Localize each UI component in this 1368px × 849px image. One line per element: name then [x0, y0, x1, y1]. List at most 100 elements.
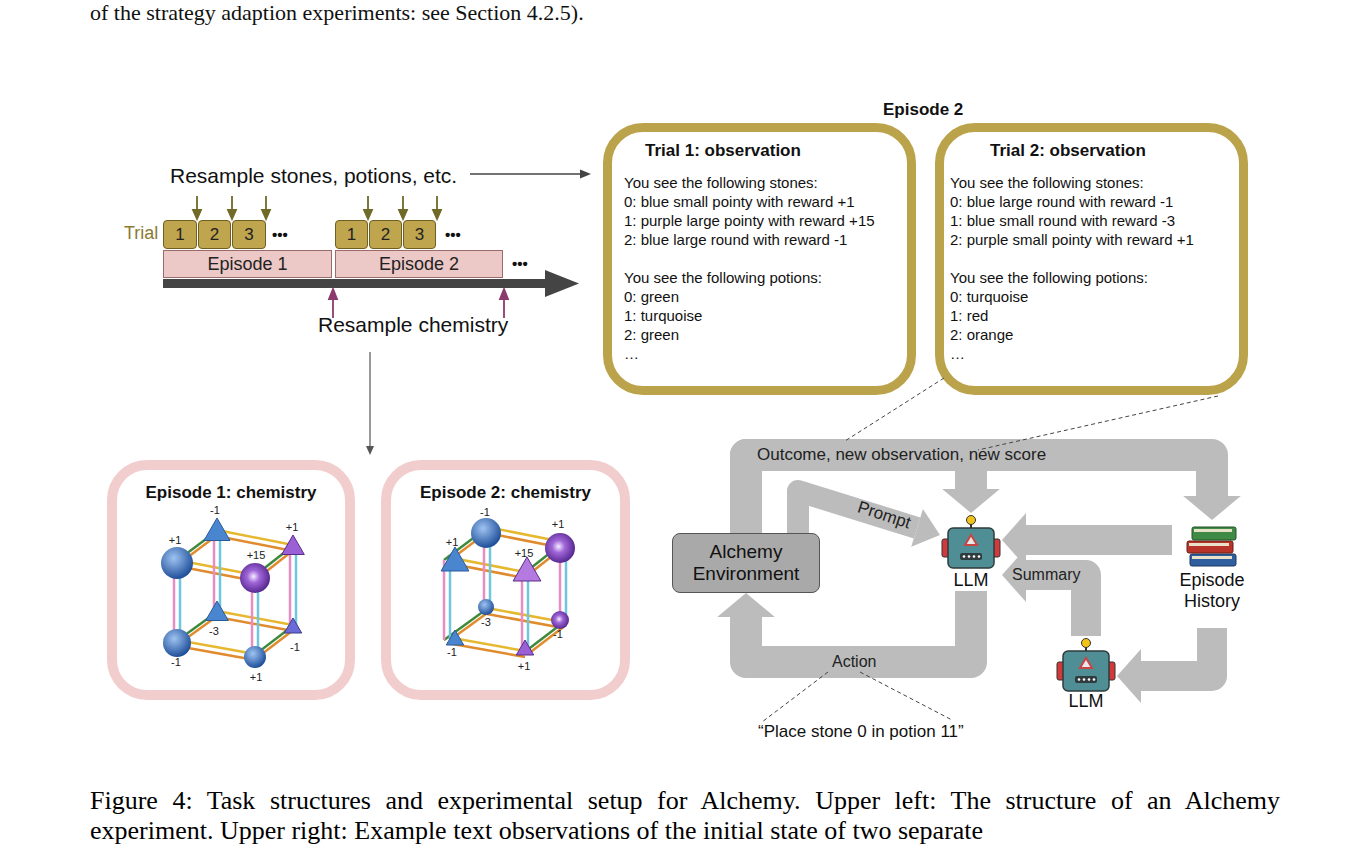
robot-icon-part	[1083, 678, 1086, 681]
chemistry-graph-part	[244, 646, 266, 668]
reward-number: +1	[446, 536, 459, 548]
observation-line: 2: purple small pointy with reward +1	[950, 230, 1227, 249]
reward-number: +1	[518, 660, 531, 672]
leader-arrows-part	[580, 170, 591, 179]
trial-box: 1	[163, 220, 197, 249]
reward-number: -1	[480, 506, 490, 518]
observation-box: Trial 2: observationYou see the followin…	[935, 123, 1248, 395]
robot-icon-part	[1063, 651, 1109, 691]
leader-arrows-part	[470, 173, 582, 175]
flow-arrow	[1002, 548, 1086, 636]
flow-arrow	[1002, 513, 1172, 567]
books-icon-part	[1190, 554, 1236, 566]
episode-bar: Episode 2	[335, 250, 503, 278]
observation-line: …	[624, 344, 895, 363]
chemistry-graph-part	[284, 618, 301, 633]
leader-arrows-part	[762, 378, 1218, 722]
flow-arrow-part	[911, 509, 940, 547]
reward-number: +1	[552, 518, 565, 530]
leader-arrows-part-part	[978, 396, 1218, 450]
observation-line: 1: turquoise	[624, 306, 895, 325]
books-icon-part	[1187, 541, 1233, 553]
robot-icon-part	[948, 528, 994, 568]
observation-line: 0: blue small pointy with reward +1	[624, 192, 895, 211]
chemistry-graph	[441, 518, 575, 657]
node-label: Episode 1	[207, 254, 287, 275]
edge-label: Summary	[1012, 566, 1080, 584]
chemistry-box: Episode 1: chemistry	[107, 460, 355, 700]
chemistry-graph-part	[478, 599, 494, 615]
trial-box: 2	[198, 220, 231, 249]
observation-line: 1: purple large pointy with reward +15	[624, 211, 895, 230]
node-label: 1	[175, 225, 184, 245]
reward-number: -1	[447, 646, 457, 658]
observation-line: 2: green	[624, 325, 895, 344]
llm-agent: LLM	[940, 513, 1002, 591]
chemistry-graph-part	[174, 530, 296, 660]
reward-number: -1	[171, 656, 181, 668]
observation-line: 1: blue small round with reward -3	[950, 211, 1227, 230]
leader-arrows-part-part	[436, 196, 438, 211]
episode-history: Episode History	[1172, 520, 1252, 628]
reward-number: +1	[169, 534, 182, 546]
leader-arrows-part-part	[399, 210, 407, 219]
flow-arrow-part	[798, 491, 917, 533]
observation-line: 0: turquoise	[950, 287, 1227, 306]
node-label: LLM	[940, 569, 1002, 591]
trial-box: 1	[335, 220, 368, 249]
leader-arrows-part-part	[762, 672, 828, 722]
chemistry-box: Episode 2: chemistry	[381, 460, 630, 700]
flow-arrow-part	[942, 489, 1000, 513]
reward-number: -1	[210, 504, 220, 516]
flow-arrow-part	[746, 455, 1212, 533]
robot-icon-part	[963, 555, 966, 558]
node-label: Episode History	[1172, 570, 1252, 612]
observation-line: You see the following stones:	[950, 173, 1227, 192]
books-icon-part	[1194, 529, 1232, 532]
trial-box: 2	[369, 220, 402, 249]
node-label: 3	[415, 225, 424, 245]
flow-arrow	[1117, 628, 1212, 703]
observation-line: 2: blue large round with reward -1	[624, 230, 895, 249]
observation-line: 0: blue large round with reward -1	[950, 192, 1227, 211]
robot-icon-part	[960, 553, 982, 560]
leader-arrows-part	[366, 446, 374, 455]
chemistry-graph-part	[513, 557, 541, 581]
leader-arrows-part-part	[196, 196, 198, 211]
reward-number: +15	[515, 547, 534, 559]
edge-label: Action	[832, 653, 876, 671]
ellipsis: •••	[445, 226, 461, 243]
chemistry-graph-part	[206, 601, 229, 621]
ellipsis: •••	[512, 255, 528, 272]
trial-box: 3	[232, 220, 266, 249]
node-label: Episode 2	[379, 254, 459, 275]
observation-line: 1: red	[950, 306, 1227, 325]
chemistry-graph-part	[204, 518, 230, 541]
reward-number: +1	[286, 521, 299, 533]
flow-arrow	[746, 455, 1241, 533]
flow-arrow	[717, 591, 971, 662]
books-icon	[1184, 520, 1240, 570]
flow-arrow-part	[1117, 649, 1141, 703]
annotation: Resample chemistry	[318, 313, 508, 337]
flow-arrow-part	[1183, 496, 1241, 520]
flow-arrow-part	[746, 591, 971, 662]
robot-icon-part	[1088, 678, 1091, 681]
action-example: “Place stone 0 in potion 11”	[758, 722, 964, 742]
leader-arrows-part-part	[262, 210, 270, 219]
node-label: 3	[244, 225, 253, 245]
box-title: Trial 2: observation	[990, 140, 1227, 161]
observation-line: 0: green	[624, 287, 895, 306]
leader-arrows-part-part	[367, 196, 369, 211]
reward-number: +15	[247, 549, 266, 561]
reward-number: -3	[209, 625, 219, 637]
leader-arrows-part-part	[364, 210, 372, 219]
leader-arrows-part-part	[193, 210, 201, 219]
chemistry-graph-part	[163, 629, 191, 657]
leader-arrows-part-part	[231, 196, 233, 211]
flow-arrow-part	[1141, 628, 1212, 676]
annotation: Resample stones, potions, etc.	[170, 164, 457, 188]
reward-number: -1	[553, 628, 563, 640]
books-icon-part	[1189, 543, 1229, 546]
observation-line: …	[950, 344, 1227, 363]
